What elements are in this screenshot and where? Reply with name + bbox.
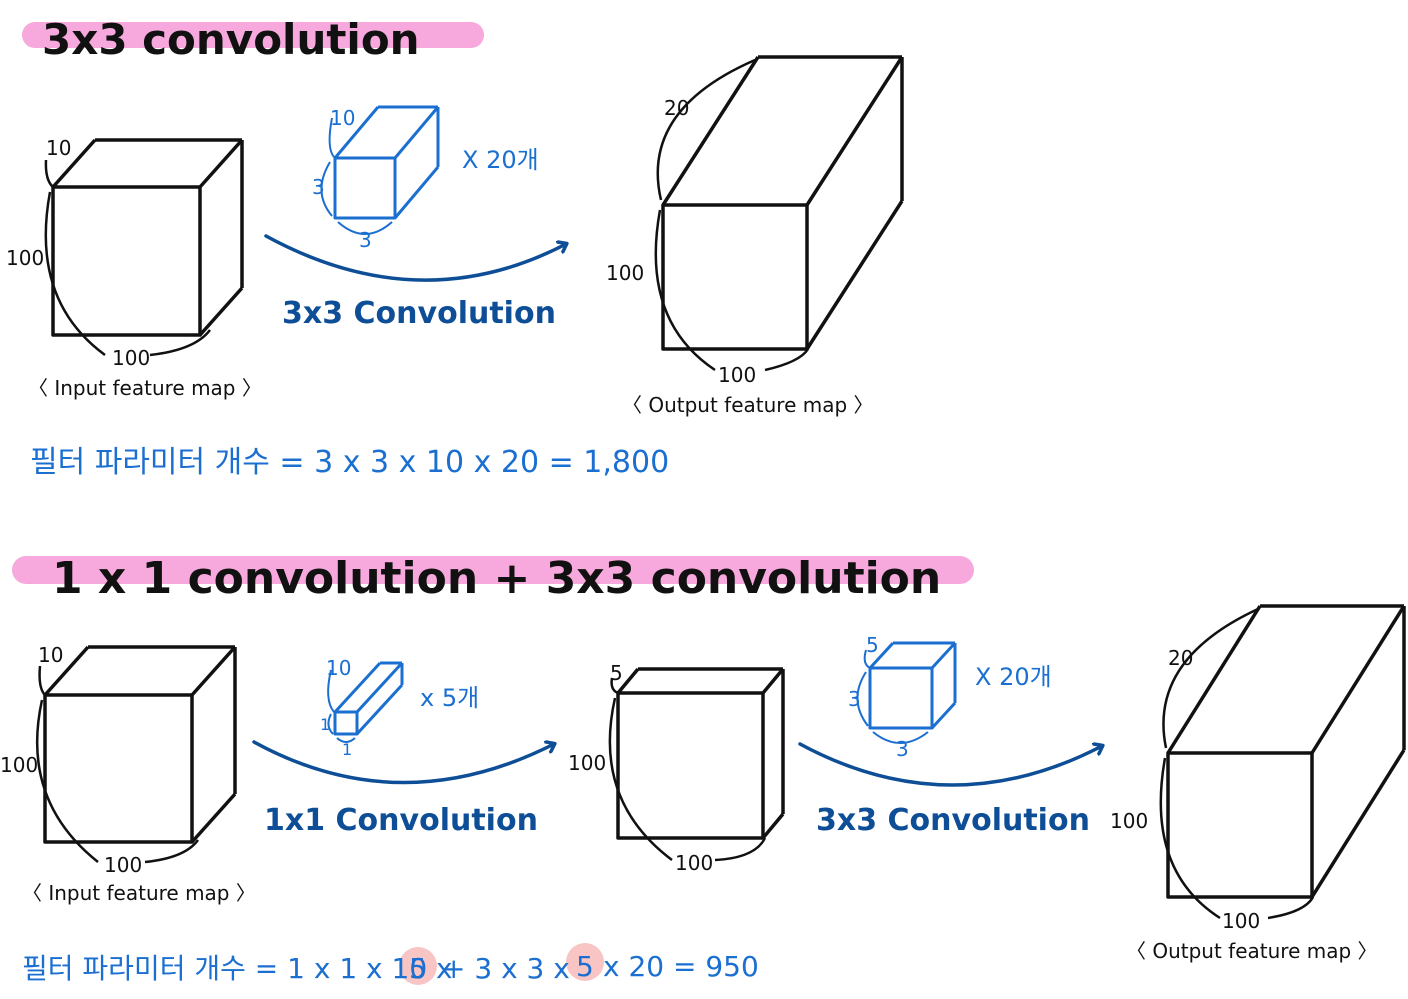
section2-mid-height-brace (608, 697, 673, 861)
section1-output-height: 100 (606, 261, 644, 285)
section1-filter-count: X 20개 (462, 146, 539, 174)
section1-arrow-label: 3x3 Convolution (282, 296, 556, 331)
section2-mid-width-brace (714, 837, 767, 862)
section1-input-height-brace (44, 191, 106, 357)
section2-arrow2 (798, 744, 1102, 787)
section1-filter-depth-brace (328, 117, 336, 159)
section2-arrow1 (252, 742, 554, 785)
section1-heading-highlight (22, 22, 484, 48)
section2-input-depth-brace (38, 665, 46, 696)
section1-input-depth: 10 (46, 136, 71, 160)
section1-output-depth-brace (656, 58, 756, 201)
section2-input-caption: 〈 Input feature map 〉 (22, 881, 256, 905)
section2-output-depth: 20 (1168, 646, 1193, 670)
section1-input-width: 100 (112, 346, 150, 370)
section2-filter1-depth: 10 (326, 656, 351, 680)
section1-output-caption: 〈 Output feature map 〉 (622, 393, 874, 417)
section2-mid-width: 100 (675, 851, 713, 875)
section2-mid-depth: 5 (610, 661, 623, 685)
section2-filter2-height: 3 (848, 687, 861, 711)
section2-input-width-brace (144, 839, 200, 864)
section2-formula-hl2: 5 (576, 950, 594, 983)
section2-mid-height: 100 (568, 751, 606, 775)
section2-output-cube (1166, 604, 1406, 899)
section2-output-width-brace (1267, 896, 1315, 920)
section2-formula-suffix: x 20 = 950 (603, 950, 759, 983)
section2-heading-highlight (12, 556, 974, 584)
formula-highlight-circle-2 (566, 943, 604, 981)
section2-arrow1-label: 1x1 Convolution (264, 803, 538, 838)
section1-filter-width: 3 (359, 228, 372, 252)
section2-output-caption: 〈 Output feature map 〉 (1126, 939, 1378, 963)
section2-formula-hl1: 5 (409, 952, 427, 985)
section2-mid-depth-brace (610, 677, 619, 695)
section1-output-cube (661, 55, 904, 351)
section1-filter-width-brace (337, 221, 393, 235)
section2-input-height-brace (35, 699, 99, 863)
section2-filter1-cube (333, 661, 404, 736)
section2-filter2-width-brace (872, 731, 929, 744)
section2-filter2-height-brace (856, 671, 869, 727)
section2-output-height: 100 (1110, 809, 1148, 833)
formula-highlight-circle-1 (399, 947, 437, 985)
section2-filter2-width: 3 (896, 737, 909, 761)
section2-mid-cube (616, 667, 785, 840)
section2-output-width: 100 (1222, 909, 1260, 933)
section2-filter2-depth-brace (863, 649, 871, 669)
section1-input-width-brace (149, 329, 211, 357)
section2-output-depth-brace (1162, 607, 1259, 749)
section2-filter1-count: x 5개 (420, 684, 479, 712)
section1-formula: 필터 파라미터 개수 = 3 x 3 x 10 x 20 = 1,800 (30, 445, 669, 480)
section2-input-depth: 10 (38, 643, 63, 667)
section1-input-depth-brace (44, 159, 54, 188)
section2-filter1-depth-brace (327, 669, 335, 713)
section1-filter-cube (333, 105, 440, 220)
section2-filter1-width: 1 (342, 740, 352, 759)
section2-formula-middle: + 3 x 3 x (442, 952, 570, 985)
section1-input-height: 100 (6, 246, 44, 270)
section2-filter2-count: X 20개 (975, 663, 1052, 691)
section2-input-height: 100 (0, 753, 38, 777)
section1-filter-depth: 10 (330, 106, 355, 130)
section2-arrow2-label: 3x3 Convolution (816, 803, 1090, 838)
section1-heading: 3x3 convolution (42, 15, 420, 64)
section2-filter2-cube (868, 641, 957, 730)
section2-input-cube (43, 645, 237, 844)
section1-input-caption: 〈 Input feature map 〉 (28, 376, 262, 400)
section2-filter2-depth: 5 (866, 633, 879, 657)
section2-filter1-height: 1 (320, 715, 330, 734)
section2-filter1-width-brace (336, 737, 356, 743)
section2-output-height-brace (1159, 757, 1221, 920)
section1-output-height-brace (654, 209, 716, 372)
section2-formula-prefix: 필터 파라미터 개수 = 1 x 1 x 10 x (22, 952, 453, 985)
section1-arrow (264, 234, 566, 282)
section2-heading: 1 x 1 convolution + 3x3 convolution (52, 553, 941, 604)
section1-filter-height-brace (320, 161, 333, 217)
section1-output-width-brace (764, 348, 810, 372)
section1-filter-height: 3 (312, 175, 325, 199)
section2-input-width: 100 (104, 853, 142, 877)
section1-output-depth: 20 (664, 96, 689, 120)
section1-input-cube (51, 138, 244, 337)
section1-output-width: 100 (718, 363, 756, 387)
section2-filter1-height-brace (327, 713, 334, 735)
